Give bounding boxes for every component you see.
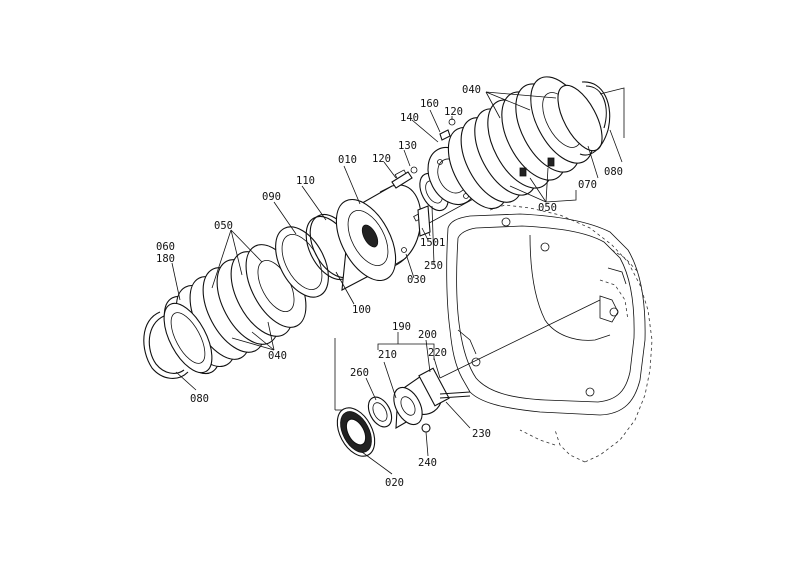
label-050-right: 050	[538, 202, 557, 214]
label-060: 060	[156, 241, 175, 253]
label-210: 210	[378, 349, 397, 361]
label-080-right: 080	[604, 166, 623, 178]
label-230: 230	[472, 428, 491, 440]
label-110: 110	[296, 175, 315, 187]
label-050-left: 050	[214, 220, 233, 232]
lower-shaft-assembly	[336, 367, 471, 457]
label-020: 020	[385, 477, 404, 489]
label-080-left: 080	[190, 393, 209, 405]
label-200: 200	[418, 329, 437, 341]
label-260: 260	[350, 367, 369, 379]
label-120-right: 120	[444, 106, 463, 118]
label-160: 160	[420, 98, 439, 110]
label-040-bottom: 040	[268, 350, 287, 362]
right-snap-rings	[557, 81, 611, 156]
transmission-housing	[446, 204, 653, 463]
label-220: 220	[428, 347, 447, 359]
label-100: 100	[352, 304, 371, 316]
label-040-top: 040	[462, 84, 481, 96]
part-labels: 010 020 030 040 040 050 050 060 180 070 …	[156, 84, 623, 489]
label-130: 130	[398, 140, 417, 152]
label-240: 240	[418, 457, 437, 469]
leader-lines	[171, 87, 625, 475]
label-010: 010	[338, 154, 357, 166]
label-030: 030	[407, 274, 426, 286]
label-180: 180	[156, 253, 175, 265]
label-070: 070	[578, 179, 597, 191]
clutch-drum-010	[335, 169, 426, 291]
label-250: 250	[424, 260, 443, 272]
label-090: 090	[262, 191, 281, 203]
piston-090	[275, 226, 329, 298]
label-190: 190	[392, 321, 411, 333]
label-120-left: 120	[372, 153, 391, 165]
left-snap-rings	[143, 302, 213, 379]
label-140: 140	[400, 112, 419, 124]
label-150: 1501	[420, 237, 445, 249]
small-parts	[391, 118, 456, 253]
